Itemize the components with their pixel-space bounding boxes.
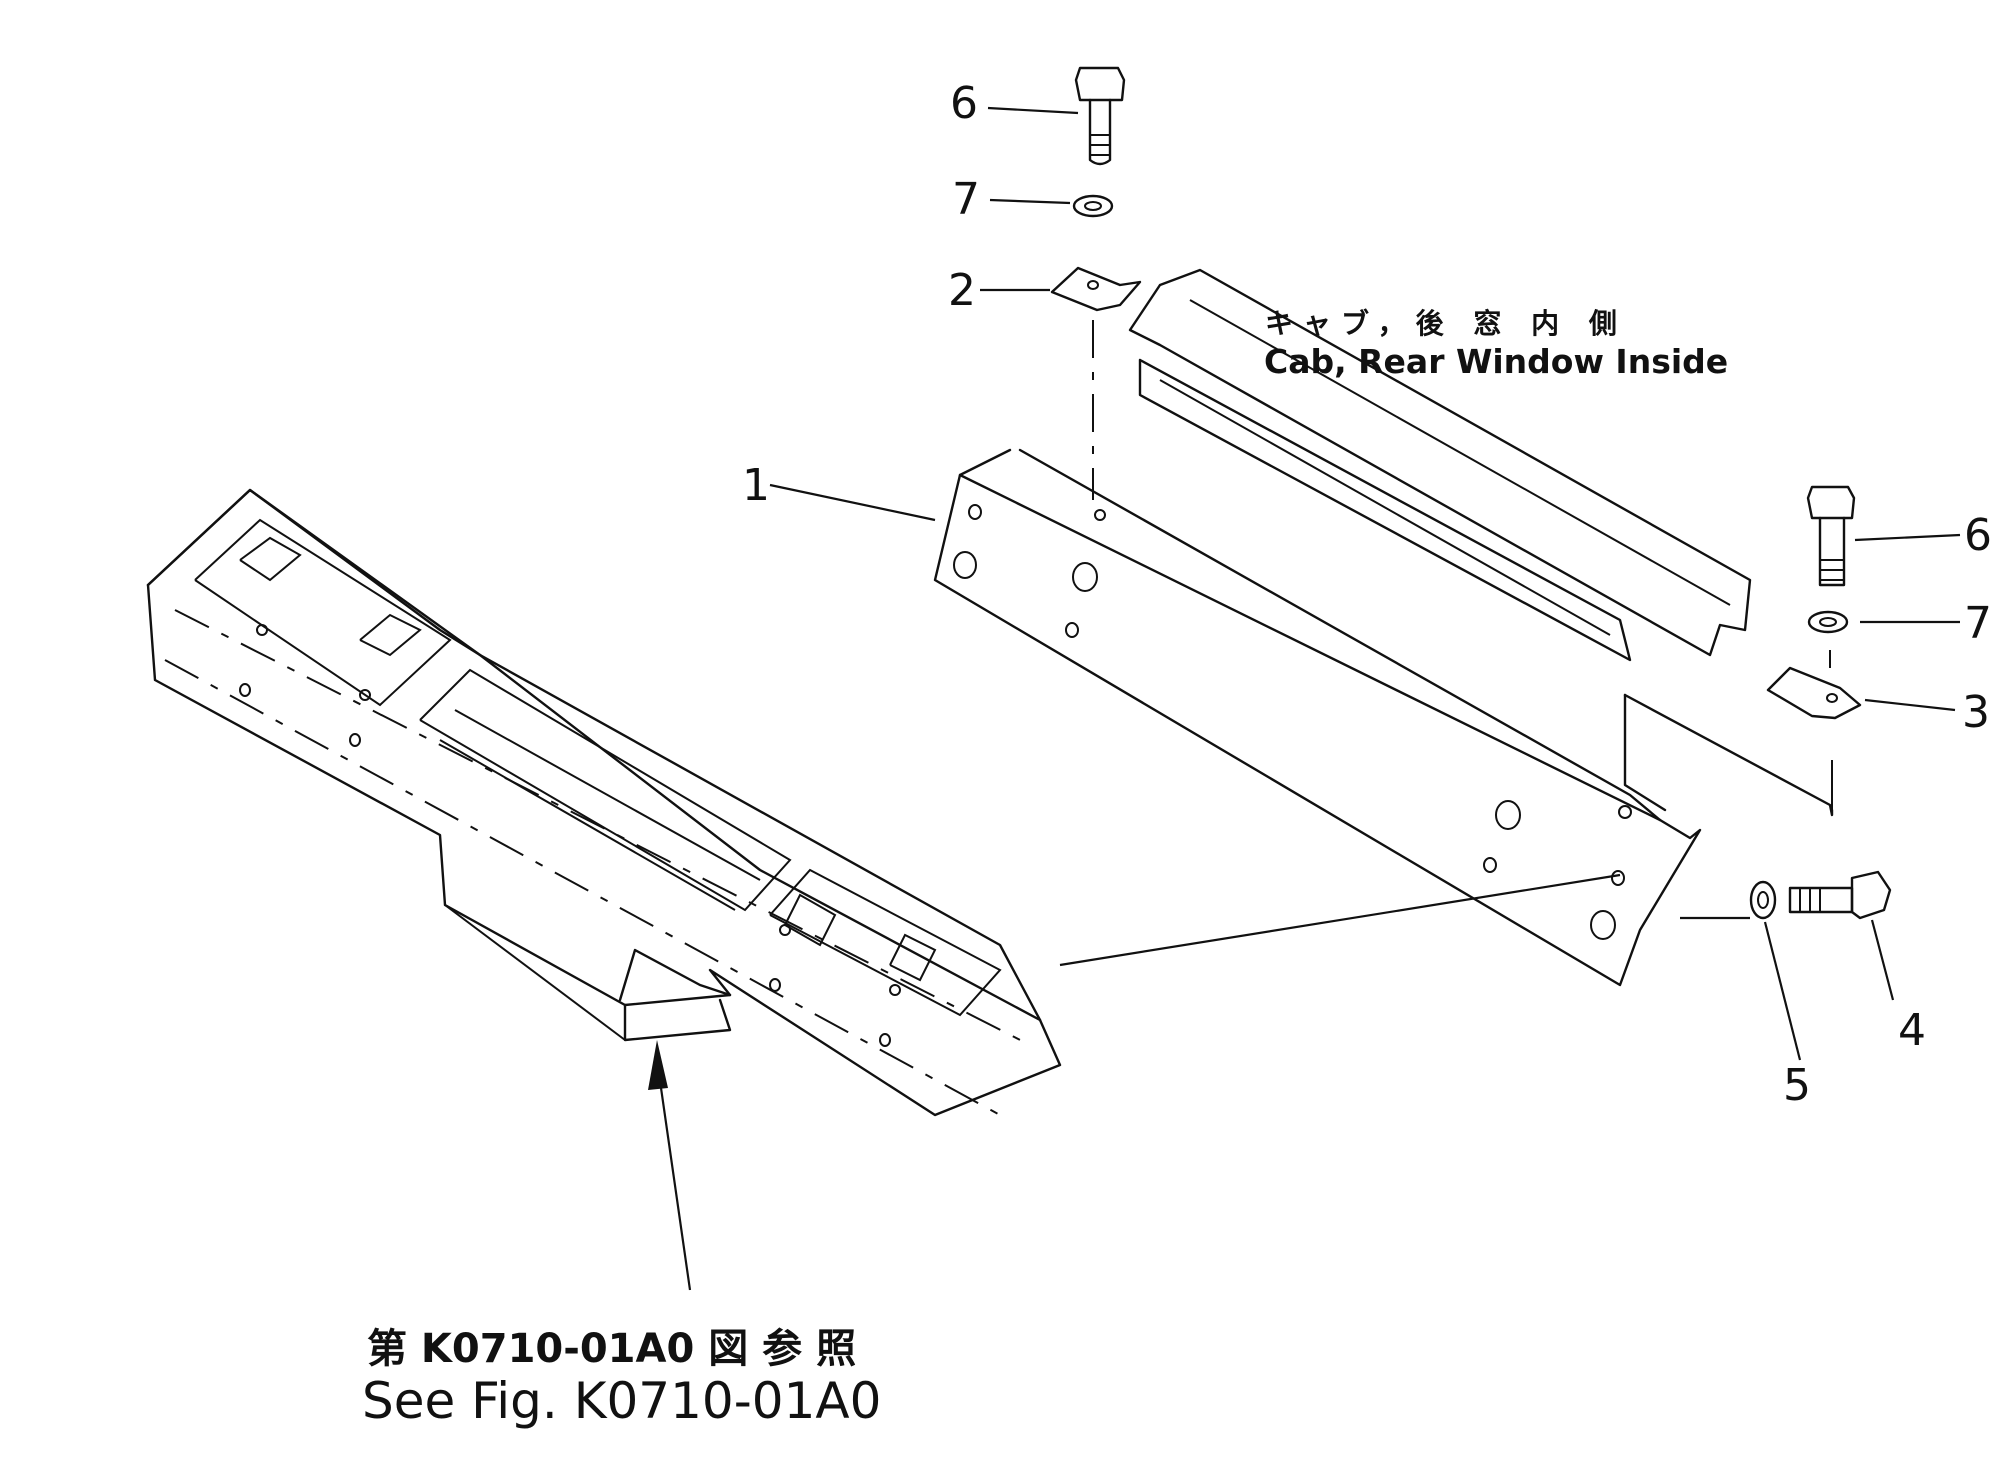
callout-6-top: 6: [950, 78, 978, 129]
clip-part-3: [1766, 650, 1862, 720]
callout-3: 3: [1962, 687, 1990, 738]
bolt-part-6-right: [1806, 485, 1856, 587]
callout-5: 5: [1783, 1060, 1811, 1111]
washer-part-7-right: [1807, 610, 1849, 634]
callout-6-right: 6: [1964, 510, 1992, 561]
callout-2: 2: [948, 265, 976, 316]
reference-arrow-head: [648, 1040, 668, 1090]
reference-japanese: 第 K0710-01A0 図 参 照: [367, 1326, 856, 1372]
washer-part-7-top: [1072, 194, 1114, 218]
reference-english: See Fig. K0710-01A0: [362, 1372, 881, 1430]
callout-1: 1: [742, 460, 770, 511]
bracket-part-1: [933, 448, 1834, 987]
clip-part-2: [1050, 266, 1142, 500]
callout-7-right: 7: [1964, 598, 1992, 649]
callout-7-top: 7: [952, 174, 980, 225]
leader-lines: [648, 106, 1961, 1291]
bolt-part-4: [1788, 870, 1892, 920]
washer-part-5: [1749, 880, 1777, 920]
cab-rear-window-rail: [1128, 268, 1752, 662]
figure-reference: 第 K0710-01A0 図 参 照 See Fig. K0710-01A0: [362, 1326, 881, 1430]
cab-label-english: Cab, Rear Window Inside: [1264, 342, 1728, 381]
bolt-part-6-top: [1074, 66, 1126, 166]
dashboard-panel: [146, 488, 1062, 1117]
callout-numbers: 6 7 2 1 6 7 3 4 5: [742, 78, 1992, 1111]
cab-label-japanese: キャブ，後 窓 内 側: [1265, 307, 1627, 340]
callout-4: 4: [1898, 1005, 1926, 1056]
cab-label: キャブ，後 窓 内 側 Cab, Rear Window Inside: [1264, 307, 1728, 381]
